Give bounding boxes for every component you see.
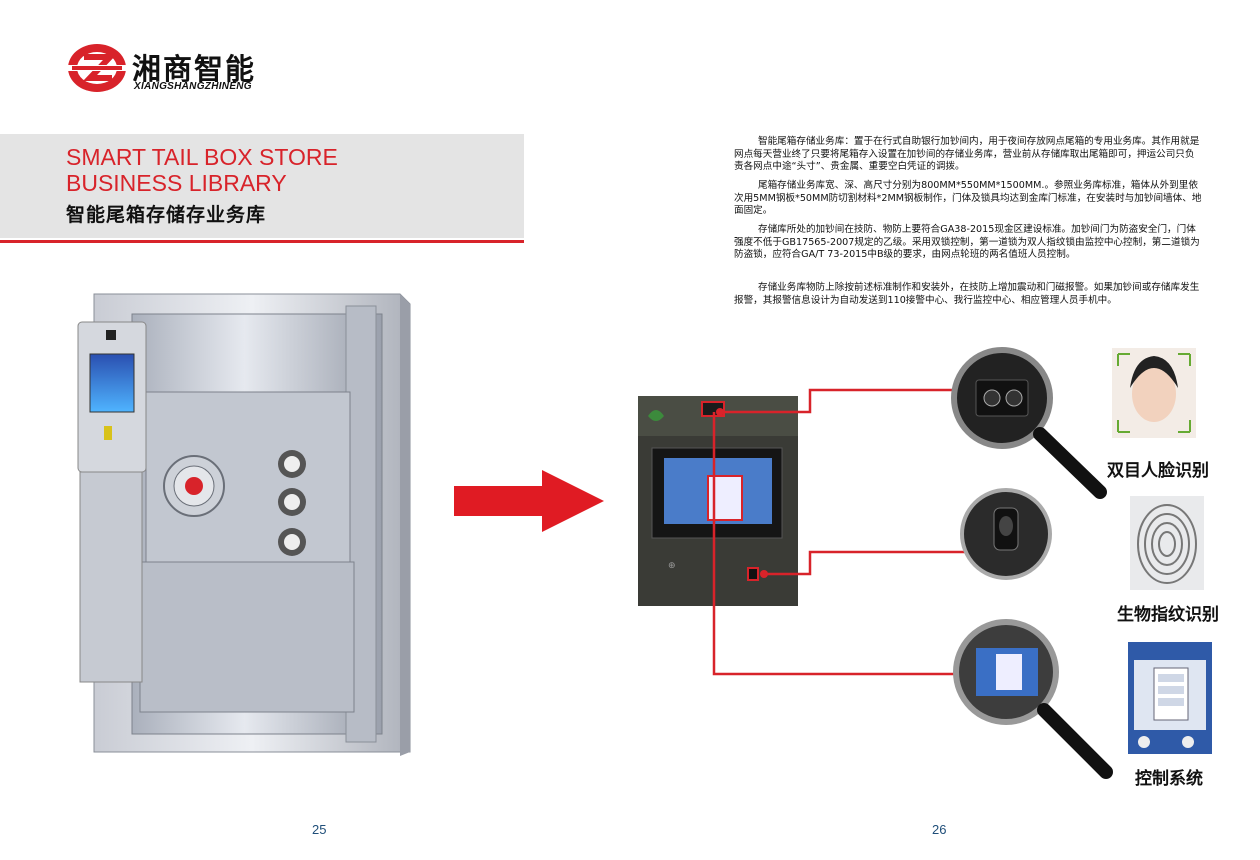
- title-divider: [0, 240, 524, 243]
- page-number-left: 25: [312, 822, 327, 837]
- connector-lines: [712, 388, 970, 676]
- svg-text:⊕: ⊕: [668, 561, 676, 571]
- face-recognition-icon: [1112, 348, 1196, 438]
- paragraph-dimensions: 尾箱存储业务库宽、深、高尺寸分别为800MM*550MM*1500MM.。参照业…: [734, 180, 1202, 217]
- control-screen-icon: [1128, 642, 1212, 754]
- logo-mark-icon: [68, 44, 126, 92]
- fingerprint-icon: [1130, 496, 1204, 590]
- page-title-cn: 智能尾箱存储存业务库: [66, 204, 267, 226]
- paragraph-intro: 智能尾箱存储业务库：置于在行式自助银行加钞间内，用于夜间存放网点尾箱的专用业务库…: [734, 136, 1200, 173]
- control-panel-photo: ⊕: [638, 396, 798, 606]
- page-title-en: SMART TAIL BOX STORE BUSINESS LIBRARY: [66, 144, 338, 196]
- magnifier-fingerprint-icon: [960, 488, 1052, 580]
- paragraph-alarm: 存储业务库物防上除按前述标准制作和安装外，在技防上增加震动和门磁报警。如果加钞间…: [734, 282, 1200, 306]
- brand-name-en: XIANGSHANGZHINENG: [134, 81, 252, 92]
- page-number-right: 26: [932, 822, 947, 837]
- magnifier-camera-icon: [951, 347, 1107, 499]
- title-band: [0, 134, 524, 238]
- safe-illustration: [77, 293, 411, 756]
- brand-name-cn: 湘商智能: [132, 52, 257, 86]
- feature-label-fingerprint: 生物指纹识别: [1117, 605, 1219, 625]
- magnifier-screen-icon: [953, 619, 1113, 779]
- feature-label-face: 双目人脸识别: [1107, 461, 1209, 481]
- feature-label-control: 控制系统: [1135, 769, 1203, 789]
- arrow-right-icon: [454, 470, 604, 532]
- paragraph-standards: 存储库所处的加钞间在技防、物防上要符合GA38-2015现金区建设标准。加钞间门…: [734, 224, 1200, 261]
